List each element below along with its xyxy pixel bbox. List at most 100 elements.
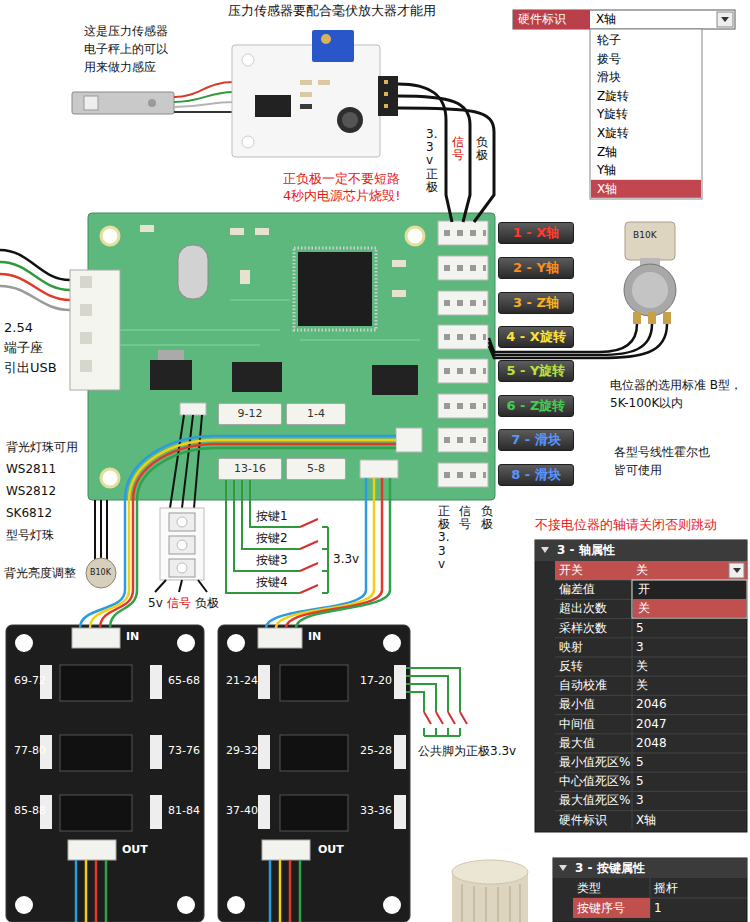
property-cell: 最小值死区% [559, 753, 630, 772]
expansion-board [262, 840, 310, 860]
note-text: 背光灯珠可用 [6, 440, 78, 455]
switch-symbol [424, 712, 467, 724]
dropdown-widget [590, 29, 702, 199]
load-cell [72, 92, 174, 114]
ribbon-cable [80, 436, 396, 628]
pin-label: 3.3v [333, 552, 359, 567]
expansion-board [269, 860, 272, 922]
property-cell: 自动校准 [559, 676, 607, 695]
property-cell: 2048 [636, 734, 667, 753]
potentiometer [663, 312, 671, 324]
usb-header [80, 276, 92, 386]
property-panel [632, 561, 747, 580]
property-cell: 关 [636, 676, 648, 695]
dropdown-widget [717, 12, 733, 27]
axis-port-label: 8 - 滑块 [498, 464, 574, 486]
button-label: 按键4 [256, 575, 288, 590]
expansion-board [258, 628, 302, 648]
note-text: 型号灯珠 [6, 528, 54, 543]
pin-range: 65-68 [168, 673, 200, 689]
controller-board [360, 460, 398, 478]
button-wiring [406, 668, 460, 712]
expansion-board [85, 860, 88, 922]
axis-port-label: 3 - Z轴 [498, 292, 574, 314]
property-panel [553, 858, 747, 878]
sensor-cable [398, 84, 494, 222]
controller-board [232, 362, 282, 392]
dropdown-option: Z旋转 [597, 87, 629, 105]
controller-board [255, 228, 269, 235]
note-text: 2.54 端子座 引出USB [4, 318, 64, 378]
axis-name: 8 - 滑块 [511, 467, 561, 483]
property-panel [633, 599, 746, 617]
potentiometer [624, 222, 676, 324]
potentiometer [633, 312, 641, 324]
button-wiring [234, 480, 300, 571]
expansion-board [394, 665, 406, 699]
led-strip [170, 415, 202, 508]
dropdown-option: Z轴 [597, 143, 617, 161]
property-panel [573, 878, 747, 918]
dropdown-option: 关 [638, 599, 650, 618]
pin-range: 29-32 [226, 743, 258, 759]
controller-board [392, 290, 406, 297]
pin-range: 5-8 [307, 462, 325, 475]
led-strip [160, 508, 204, 580]
dropdown-option: 滑块 [597, 68, 621, 86]
dropdown-option: 开 [638, 580, 650, 599]
controller-board [406, 227, 424, 245]
property-panel [729, 563, 744, 578]
amplifier-board [300, 92, 312, 97]
usb-header [0, 250, 120, 390]
dropdown-list: 轮子拨号滑块Z旋转Y旋转X旋转Z轴Y轴X轴 [590, 29, 702, 199]
led-strip [177, 540, 187, 550]
controller-board [438, 394, 488, 418]
part-value: B10K [90, 568, 111, 578]
potentiometer-wire [489, 324, 637, 352]
expansion-board: IN21-2417-2029-3225-2837-4033-36OUT [218, 625, 410, 922]
property-panel [573, 898, 650, 918]
property-cell: 最大值 [559, 734, 595, 753]
expansion-board: IN69-7265-6877-8073-7685-8881-84OUT [6, 625, 204, 922]
pin-range: 81-84 [168, 803, 200, 819]
expansion-board [95, 860, 98, 922]
controller-board [178, 245, 208, 299]
property-cell: 关 [636, 657, 648, 676]
pin-range: 33-36 [360, 803, 392, 819]
axis-port-label: 4 - X旋转 [498, 326, 574, 348]
controller-board [438, 359, 488, 383]
pin-label: 负极 [481, 505, 493, 531]
controller-board [444, 472, 486, 478]
note-text: 这是压力传感器 电子秤上的可以 用来做力感应 [84, 22, 184, 76]
expansion-board [258, 795, 270, 829]
load-cell [84, 96, 98, 110]
property-cell: 映射 [559, 638, 583, 657]
expansion-board [227, 634, 245, 652]
sensor-wire [174, 102, 234, 107]
property-panel [555, 561, 747, 830]
property-panel: 3 - 按键属性类型摇杆按键序号1 [553, 858, 747, 922]
button-wiring [242, 480, 300, 549]
expansion-board [60, 795, 132, 831]
controller-board [180, 403, 206, 415]
led-strip [169, 559, 195, 577]
potentiometer [648, 312, 656, 324]
led-strip [169, 536, 195, 554]
expansion-board [258, 735, 270, 769]
expansion-board [394, 795, 406, 829]
property-cell: 5 [636, 619, 644, 638]
dropdown-widget [591, 180, 701, 198]
button-wiring [406, 684, 436, 712]
controller-board [140, 225, 154, 232]
board-connector: 13-16 [218, 458, 282, 480]
warning-note: 不接电位器的轴请关闭否则跳动 [535, 517, 717, 533]
expansion-board [72, 628, 120, 648]
controller-board [101, 469, 119, 487]
amplifier-board [384, 80, 388, 114]
controller-board [372, 365, 418, 395]
note-text: 各型号线性霍尔也 皆可使用 [614, 443, 726, 479]
pin-label: 负极 [195, 596, 219, 611]
expansion-board [177, 896, 195, 914]
led-strip [169, 513, 195, 531]
axis-port-label: 7 - 滑块 [498, 429, 574, 451]
